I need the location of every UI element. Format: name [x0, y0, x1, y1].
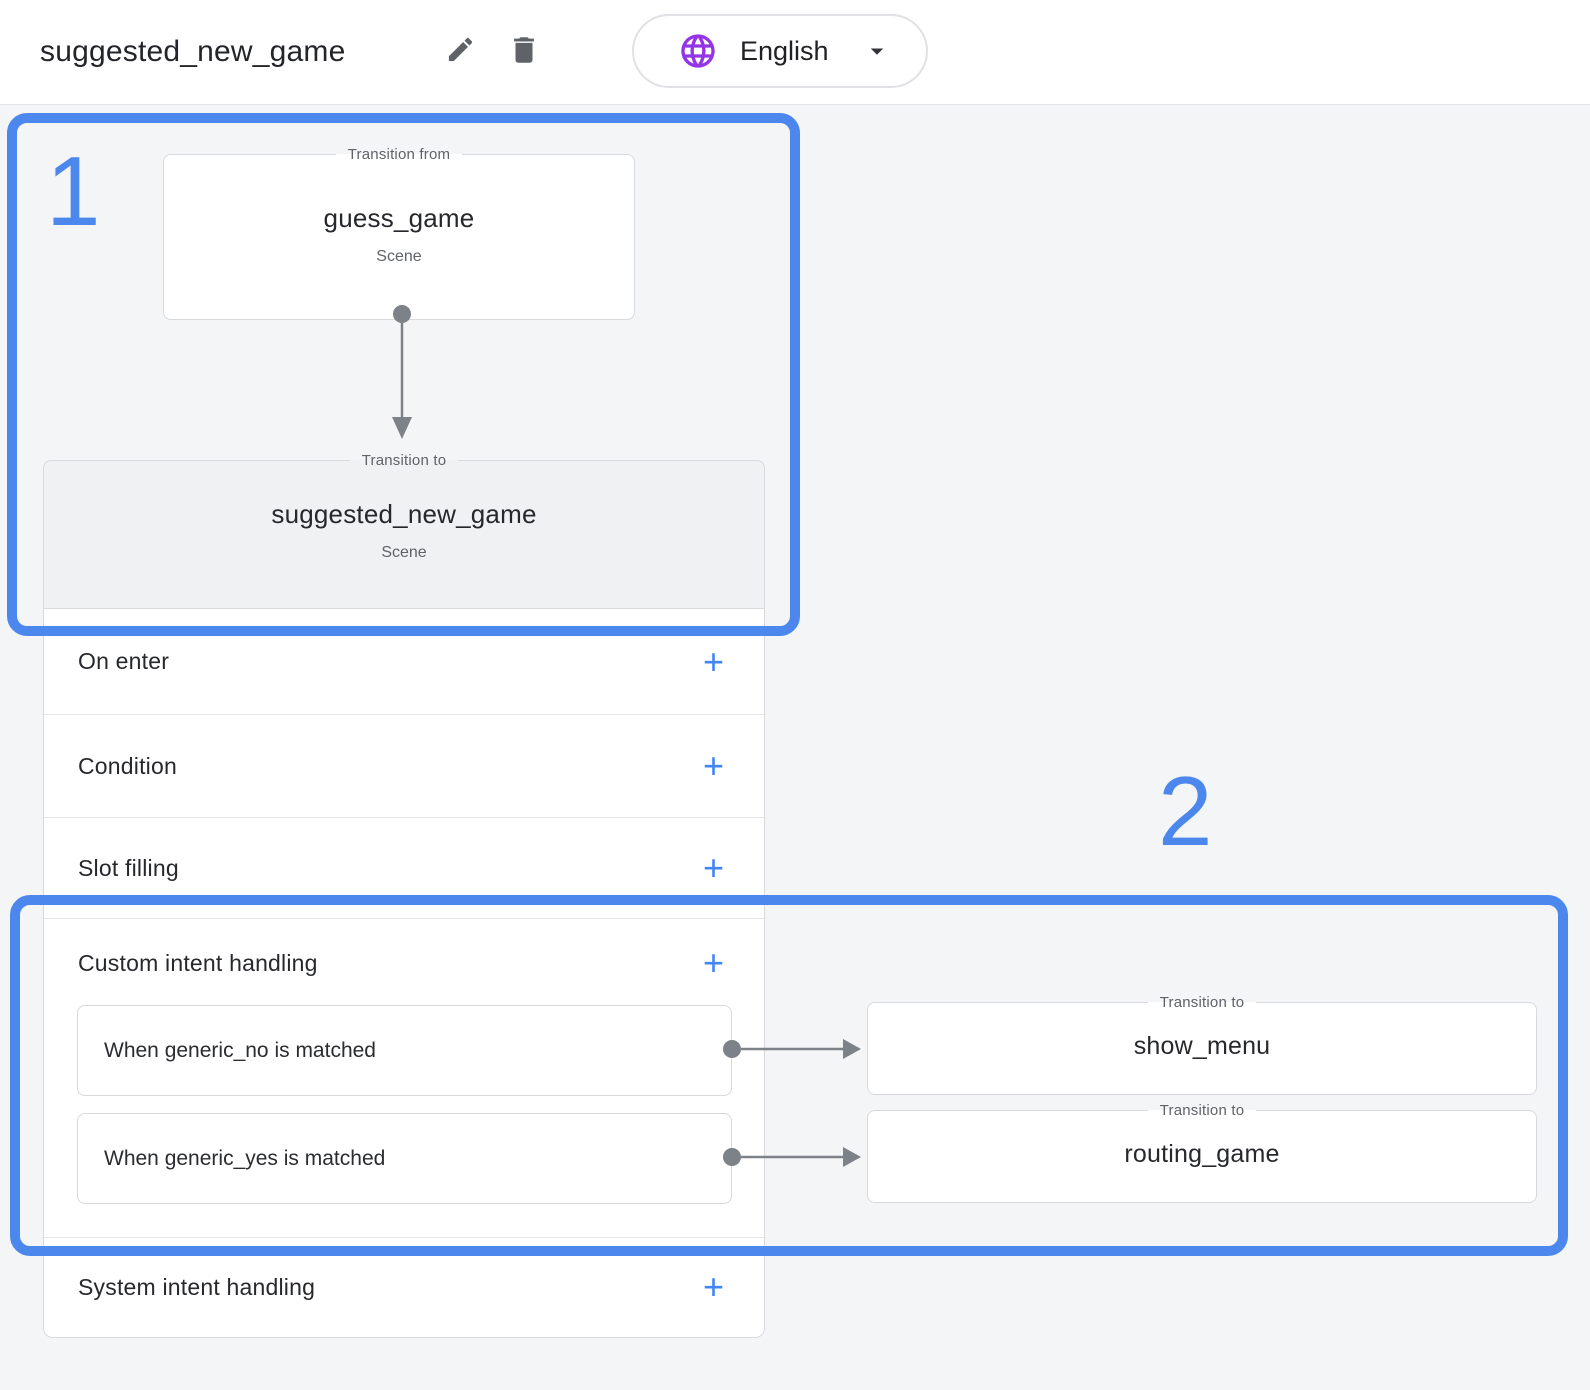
transition-from-legend: Transition from [347, 146, 451, 163]
show-menu-legend: Transition to [1159, 994, 1245, 1011]
show-menu-name: show_menu [1133, 1032, 1271, 1060]
add-condition-icon[interactable]: + [702, 745, 724, 786]
scene-card: On enter + Condition + Slot filling + Cu… [43, 609, 765, 1338]
slot-filling-label: Slot filling [78, 854, 179, 881]
edit-scene-button[interactable] [436, 0, 484, 104]
current-scene-name: suggested_new_game [271, 499, 537, 529]
language-label: English [740, 35, 829, 66]
pencil-icon [445, 34, 476, 70]
transition-to-legend: Transition to [361, 452, 447, 469]
globe-icon [678, 31, 718, 71]
transition-target-show-menu[interactable]: Transition to show_menu [867, 994, 1537, 1095]
chevron-down-icon [862, 36, 892, 66]
add-system-intent-icon[interactable]: + [702, 1266, 724, 1307]
section-slot-filling: Slot filling + [44, 817, 764, 918]
from-scene-name: guess_game [323, 202, 475, 233]
from-scene-type: Scene [376, 247, 422, 265]
trash-icon [507, 33, 541, 72]
transition-from-node[interactable]: Transition from guess_game Scene [163, 146, 635, 320]
section-condition: Condition + [44, 714, 764, 817]
condition-label: Condition [78, 752, 177, 779]
add-custom-intent-icon[interactable]: + [702, 942, 724, 983]
intent-generic-no[interactable]: When generic_no is matched [77, 1005, 732, 1096]
on-enter-label: On enter [78, 648, 170, 674]
delete-scene-button[interactable] [498, 0, 550, 104]
intent-generic-yes[interactable]: When generic_yes is matched [77, 1113, 732, 1204]
intent-generic-yes-label: When generic_yes is matched [104, 1146, 386, 1170]
current-scene-type: Scene [381, 544, 427, 561]
page-title: suggested_new_game [40, 35, 346, 68]
transition-target-routing-game[interactable]: Transition to routing_game [867, 1102, 1537, 1203]
add-on-enter-icon[interactable]: + [702, 640, 724, 682]
section-system-intent-handling: System intent handling + [44, 1237, 764, 1336]
language-selector[interactable]: English [632, 14, 928, 88]
transition-to-node[interactable]: Transition to suggested_new_game Scene [43, 452, 765, 609]
routing-game-name: routing_game [1124, 1140, 1280, 1168]
top-bar: suggested_new_game English [0, 0, 1590, 105]
add-slot-filling-icon[interactable]: + [702, 847, 724, 888]
routing-game-legend: Transition to [1159, 1102, 1245, 1119]
section-custom-intent-handling: Custom intent handling + When generic_no… [44, 918, 764, 1237]
system-intent-label: System intent handling [78, 1273, 316, 1300]
intent-generic-no-label: When generic_no is matched [104, 1038, 376, 1062]
section-on-enter: On enter + [44, 609, 764, 714]
custom-intent-label: Custom intent handling [78, 949, 318, 976]
